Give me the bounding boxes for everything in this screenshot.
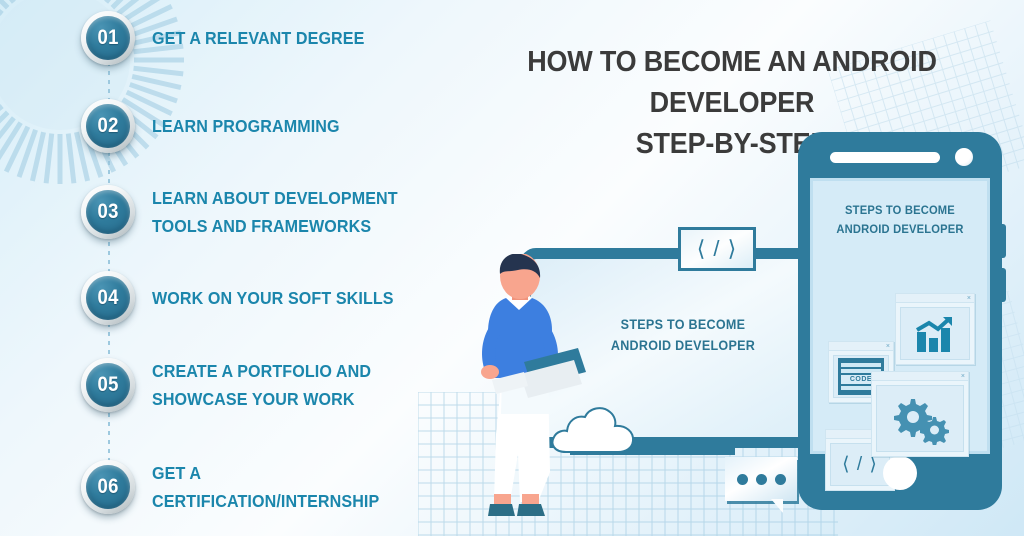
code-label: CODE xyxy=(841,375,881,384)
developer-person-illustration xyxy=(481,254,586,516)
step-number: 02 xyxy=(97,114,119,137)
step-label-02: LEARN PROGRAMMING xyxy=(152,115,340,136)
growth-chart-icon xyxy=(915,316,952,352)
step-badge-01: 01 xyxy=(81,11,135,65)
step-badge-06: 06 xyxy=(81,460,135,515)
step-number: 05 xyxy=(97,373,119,397)
chat-dot xyxy=(737,474,748,485)
code-line xyxy=(841,369,881,373)
chat-dot xyxy=(775,474,786,485)
close-icon[interactable]: × xyxy=(966,295,971,302)
step-item-01[interactable]: 01 GET A RELEVANT DEGREE xyxy=(0,11,383,65)
close-icon[interactable]: × xyxy=(885,343,890,350)
window-titlebar: × xyxy=(872,372,968,381)
window-titlebar: × xyxy=(829,342,893,351)
window-body xyxy=(876,385,964,452)
cloud-icon xyxy=(551,407,635,453)
phone-side-button xyxy=(1001,268,1006,302)
step-item-03[interactable]: 03 LEARN ABOUT DEVELOPMENT TOOLS AND FRA… xyxy=(0,184,419,241)
step-badge-02: 02 xyxy=(81,99,135,153)
chat-dot xyxy=(756,474,767,485)
window-titlebar xyxy=(826,430,894,439)
code-line xyxy=(841,386,881,390)
step-item-02[interactable]: 02 LEARN PROGRAMMING xyxy=(0,99,356,153)
page-title: HOW TO BECOME AN ANDROID DEVELOPER STEP-… xyxy=(527,46,937,161)
phone-speaker xyxy=(830,152,940,163)
step-item-05[interactable]: 05 CREATE A PORTFOLIO AND SHOWCASE YOUR … xyxy=(0,357,390,414)
code-brackets-icon: ⟨ / ⟩ xyxy=(678,227,756,271)
step-label-03: LEARN ABOUT DEVELOPMENT TOOLS AND FRAMEW… xyxy=(152,188,398,237)
phone-side-button xyxy=(1001,224,1006,258)
step-number: 04 xyxy=(97,286,119,309)
steps-list: 01 GET A RELEVANT DEGREE 02 LEARN PROGRA… xyxy=(0,0,430,536)
monitor-icon xyxy=(520,248,838,448)
gears-icon xyxy=(894,398,949,445)
phone-camera-icon xyxy=(955,148,973,166)
bracket-window[interactable]: ⟨ / ⟩ xyxy=(825,429,895,491)
illustration-area: STEPS TO BECOME ANDROID DEVELOPER ⟨ / ⟩ xyxy=(420,120,1024,536)
step-badge-03: 03 xyxy=(81,185,135,240)
step-badge-05: 05 xyxy=(81,358,135,413)
monitor-screen-text: STEPS TO BECOME ANDROID DEVELOPER xyxy=(610,317,756,353)
window-titlebar: × xyxy=(896,294,974,303)
step-label-04: WORK ON YOUR SOFT SKILLS xyxy=(152,287,394,308)
smartphone-icon: STEPS TO BECOME ANDROID DEVELOPER × xyxy=(798,132,1006,510)
step-badge-04: 04 xyxy=(81,271,135,325)
chat-bubble-icon xyxy=(725,457,797,513)
close-icon[interactable]: × xyxy=(960,373,965,380)
phone-screen-text: STEPS TO BECOME ANDROID DEVELOPER xyxy=(836,203,964,236)
step-number: 06 xyxy=(97,475,119,499)
window-body xyxy=(900,307,970,360)
gear-window[interactable]: × xyxy=(871,371,969,457)
step-number: 01 xyxy=(97,26,119,49)
phone-screen: STEPS TO BECOME ANDROID DEVELOPER × xyxy=(810,178,990,491)
code-brackets-icon: ⟨ / ⟩ xyxy=(842,454,878,475)
step-label-06: GET A CERTIFICATION/INTERNSHIP xyxy=(152,463,380,512)
code-line xyxy=(841,363,881,367)
phone-home-button[interactable] xyxy=(883,456,917,490)
step-item-04[interactable]: 04 WORK ON YOUR SOFT SKILLS xyxy=(0,271,415,325)
step-label-05: CREATE A PORTFOLIO AND SHOWCASE YOUR WOR… xyxy=(152,361,372,410)
step-label-01: GET A RELEVANT DEGREE xyxy=(152,27,365,48)
step-item-06[interactable]: 06 GET A CERTIFICATION/INTERNSHIP xyxy=(0,459,430,516)
chart-window[interactable]: × xyxy=(895,293,975,365)
step-number: 03 xyxy=(97,200,119,224)
grid-pattern-bottom-left xyxy=(418,392,838,536)
